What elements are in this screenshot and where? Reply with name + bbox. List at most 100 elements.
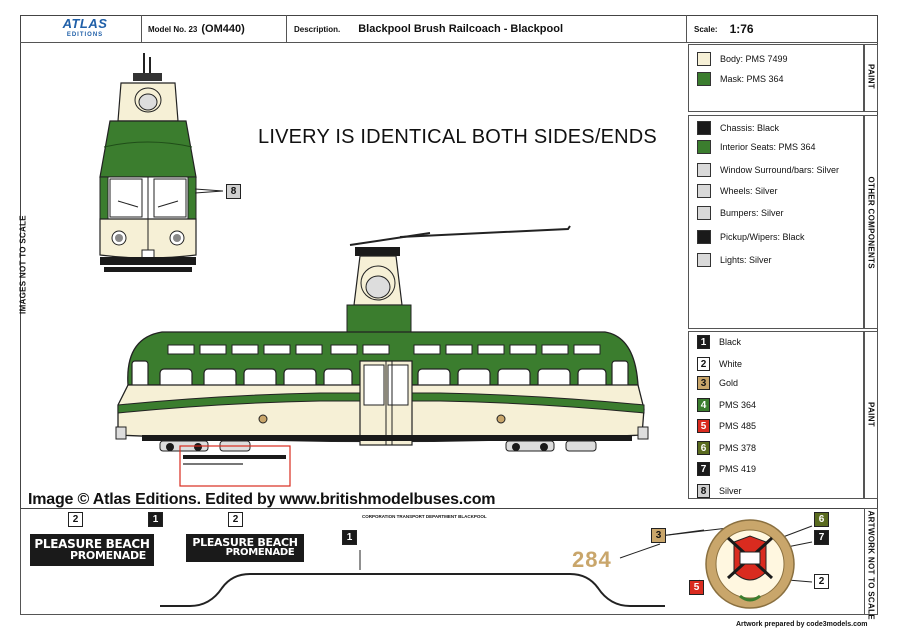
component-swatch [697, 230, 711, 244]
paint-key-text: PMS 378 [719, 443, 757, 453]
paint-key-num: 6 [697, 441, 710, 455]
model-value: (OM440) [201, 23, 245, 35]
component-swatch [697, 140, 711, 154]
component-swatch [697, 163, 711, 177]
tag-3: 3 [651, 528, 666, 543]
logo-bottom: EDITIONS [66, 32, 104, 38]
paint-key-num: 2 [697, 357, 710, 371]
paint-key-row: 5 PMS 485 [697, 418, 756, 434]
component-swatch [697, 121, 711, 135]
header-sep [686, 15, 687, 42]
destination-sign-2: PLEASURE BEACH PROMENADE [186, 534, 304, 562]
paint-key-row: 2 White [697, 356, 742, 372]
tag-7: 7 [814, 530, 829, 545]
scale: Scale: 1:76 [694, 17, 754, 41]
component-row: Wheels: Silver [697, 183, 778, 199]
paint-key-num: 3 [697, 376, 710, 390]
model-label: Model No. 23 [148, 24, 198, 34]
paint-swatch-mask: Mask: PMS 364 [697, 71, 784, 87]
header-divider [20, 42, 878, 43]
paint-key-text: PMS 485 [719, 421, 757, 431]
blackpool-crest [619, 519, 813, 609]
component-label: Window Surround/bars: Silver [720, 165, 840, 175]
paint-key-num: 5 [697, 419, 710, 433]
component-swatch [697, 206, 711, 220]
paint-key-panel [688, 331, 864, 499]
fleet-number: 284 [572, 547, 612, 572]
logo-top: ATLAS [62, 16, 108, 31]
component-row: Window Surround/bars: Silver [697, 162, 839, 178]
paint-key-num: 8 [697, 484, 710, 498]
tag-1a: 1 [148, 512, 163, 527]
component-label: Wheels: Silver [720, 186, 778, 196]
livery-note: LIVERY IS IDENTICAL BOTH SIDES/ENDS [258, 126, 657, 148]
paint-key-row: 8 Silver [697, 483, 742, 499]
header-sep [286, 15, 287, 42]
tag-2c: 2 [814, 574, 829, 589]
paint-label: PAINT [866, 64, 876, 89]
component-swatch [697, 184, 711, 198]
header-sep [141, 15, 142, 42]
scale-label: Scale: [694, 24, 718, 34]
paint-key-panel-side [864, 331, 878, 499]
paint-key-text: Gold [719, 378, 739, 388]
component-row: Bumpers: Silver [697, 205, 784, 221]
component-label: Chassis: Black [720, 123, 780, 133]
component-row: Lights: Silver [697, 252, 772, 268]
paint-panel-side [864, 44, 878, 112]
swatch-label: Body: PMS 7499 [720, 54, 788, 64]
sign1-top: PLEASURE BEACH [34, 537, 150, 551]
tag-5: 5 [689, 580, 704, 595]
paint-key-num: 7 [697, 462, 710, 476]
paint-key-text: Black [719, 337, 742, 347]
paint-key-row: 1 Black [697, 334, 741, 350]
paint-key-row: 7 PMS 419 [697, 461, 756, 477]
paint-key-label: PAINT [866, 402, 876, 427]
paint-swatch-body: Body: PMS 7499 [697, 51, 788, 67]
paint-key-text: PMS 364 [719, 400, 757, 410]
description-label: Description. [294, 24, 341, 34]
paint-key-num: 4 [697, 398, 710, 412]
description-value: Blackpool Brush Railcoach - Blackpool [358, 23, 564, 35]
components-panel-side [864, 115, 878, 329]
credit-text: Image © Atlas Editions. Edited by www.br… [28, 491, 496, 509]
component-label: Bumpers: Silver [720, 208, 784, 218]
destination-sign-1: PLEASURE BEACH PROMENADE [30, 534, 154, 566]
component-label: Pickup/Wipers: Black [720, 232, 805, 242]
tag-2a: 2 [68, 512, 83, 527]
swatch-label: Mask: PMS 364 [720, 74, 784, 84]
paint-panel [688, 44, 864, 112]
component-label: Lights: Silver [720, 255, 772, 265]
tag-8: 8 [226, 184, 241, 199]
swatch-body [697, 52, 711, 66]
paint-key-row: 4 PMS 364 [697, 397, 756, 413]
swatch-mask [697, 72, 711, 86]
paint-key-row: 3 Gold [697, 375, 738, 391]
scale-value: 1:76 [729, 22, 754, 36]
sign1-bottom: PROMENADE [69, 549, 146, 562]
sign2-bottom: PROMENADE [225, 547, 295, 558]
footer-credit: Artwork prepared by code3models.com [736, 621, 868, 628]
tram-drawings [99, 53, 649, 487]
component-swatch [697, 253, 711, 267]
artwork-not-to-scale-label: ARTWORK NOT TO SCALE [866, 510, 876, 620]
components-panel [688, 115, 864, 329]
component-label: Interior Seats: PMS 364 [720, 142, 816, 152]
tram-front-view [99, 53, 224, 272]
paint-key-text: Silver [719, 486, 742, 496]
component-row: Pickup/Wipers: Black [697, 229, 805, 245]
tag-6: 6 [814, 512, 829, 527]
other-components-label: OTHER COMPONENTS [866, 176, 876, 269]
paint-key-text: PMS 419 [719, 464, 757, 474]
tram-side-view [115, 225, 649, 487]
paint-key-text: White [719, 359, 743, 369]
component-row: Interior Seats: PMS 364 [697, 139, 816, 155]
model-number: Model No. 23 (OM440) [148, 17, 245, 41]
legal-text: CORPORATION TRANSPORT DEPARTMENT BLACKPO… [362, 514, 487, 519]
skirt-outline [160, 550, 665, 607]
description: Description. Blackpool Brush Railcoach -… [294, 17, 563, 41]
paint-key-num: 1 [697, 335, 710, 349]
component-row: Chassis: Black [697, 120, 779, 136]
artwork-strip-side [864, 508, 878, 615]
tag-1b: 1 [342, 530, 357, 545]
